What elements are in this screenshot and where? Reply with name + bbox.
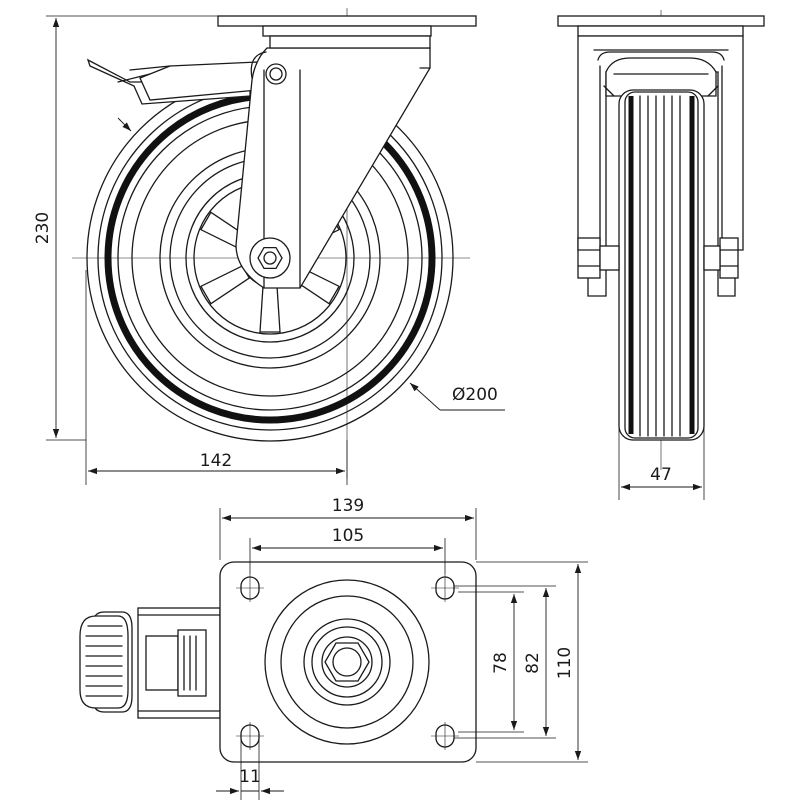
swivel-fork-side bbox=[235, 47, 431, 289]
wheel-front bbox=[618, 89, 705, 441]
brake-lever-side bbox=[86, 58, 259, 105]
plate-width-dimension-label: 139 bbox=[332, 496, 364, 516]
height-dimension-label: 230 bbox=[33, 212, 53, 244]
axle-nuts-front bbox=[577, 237, 739, 279]
offset-dimension-label: 142 bbox=[200, 451, 232, 471]
top-view: 139 105 78 82 110 11 bbox=[79, 496, 588, 800]
bolt-spacing-x-dimension-label: 105 bbox=[332, 526, 364, 546]
swivel-bearing bbox=[264, 579, 430, 745]
bolt-hole-dimension-label: 11 bbox=[239, 767, 261, 787]
tread-pointer bbox=[117, 117, 132, 132]
top-plate-front bbox=[557, 15, 765, 27]
front-view: 47 bbox=[557, 10, 765, 500]
axle-nut-side bbox=[249, 237, 291, 279]
bolt-spacing-y-outer-dimension-label: 82 bbox=[523, 652, 543, 674]
plate-length-dimension-label: 110 bbox=[555, 647, 575, 679]
side-view: 230 142 Ø200 bbox=[33, 8, 505, 485]
diameter-dimension-label: Ø200 bbox=[452, 385, 498, 405]
brake-pedal-top bbox=[79, 607, 221, 719]
bolt-holes bbox=[236, 574, 459, 750]
bolt-spacing-y-inner-dimension-label: 78 bbox=[491, 652, 511, 674]
top-plate-side bbox=[217, 15, 477, 49]
width-dimension-label: 47 bbox=[650, 465, 672, 485]
